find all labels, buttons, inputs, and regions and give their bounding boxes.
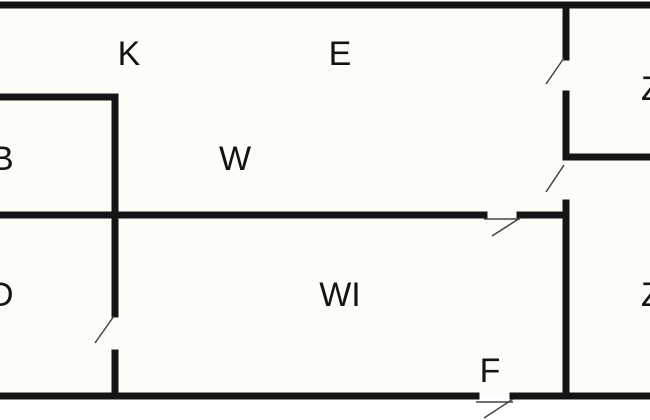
- room-label-d: D: [0, 276, 14, 314]
- floor-area: [0, 10, 650, 394]
- doors: [94, 57, 565, 419]
- room-label-f: F: [480, 352, 501, 390]
- room-label-w: W: [219, 140, 251, 178]
- walls: [0, 1, 650, 400]
- room-label-k: K: [118, 35, 141, 73]
- room-label-e: E: [329, 35, 352, 73]
- room-label-z-bottom: Z: [641, 276, 650, 314]
- door-z-top: [545, 57, 565, 85]
- room-label-z-top: Z: [641, 70, 650, 108]
- room-label-wl: WI: [319, 276, 361, 314]
- room-label-b: B: [0, 140, 14, 178]
- door-wl-top: [491, 217, 521, 237]
- door-d: [94, 315, 115, 344]
- door-z-bottom: [545, 164, 565, 193]
